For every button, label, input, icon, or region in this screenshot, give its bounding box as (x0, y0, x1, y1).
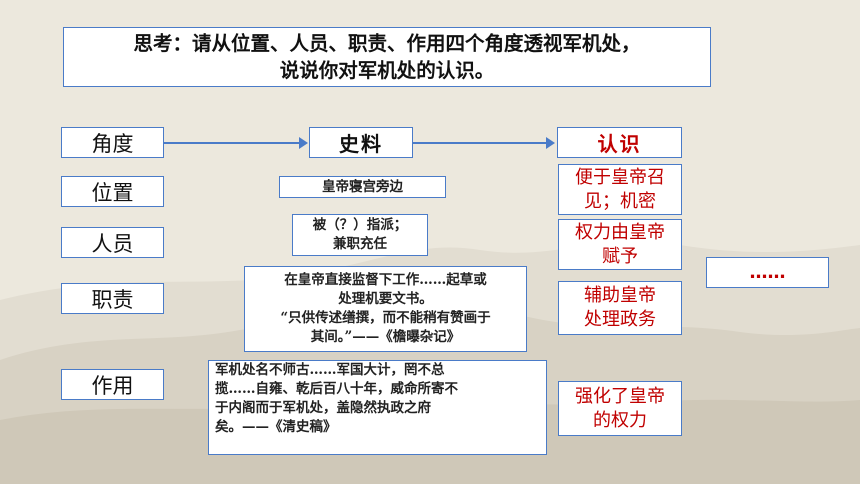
source-duty-line-1: 在皇帝直接监督下工作……起草或 (284, 272, 487, 288)
source-effect-line-3: 于内阁而于军机处，盖隐然执政之府 (215, 400, 431, 416)
question-line-1: 思考：请从位置、人员、职责、作用四个角度透视军机处， (133, 32, 641, 55)
header-view: 认识 (557, 127, 682, 158)
source-effect-line-1: 军机处名不师古……军国大计，罔不总 (215, 362, 445, 378)
view-effect-line-2: 的权力 (593, 409, 647, 431)
angle-duty: 职责 (61, 283, 164, 314)
view-position-line-2: 见；机密 (584, 190, 656, 212)
extra-ellipsis-box: …… (706, 257, 829, 288)
source-personnel: 被（？）指派； 兼职充任 (292, 214, 428, 256)
view-duty-line-1: 辅助皇帝 (584, 285, 656, 306)
view-effect-line-1: 强化了皇帝 (575, 385, 665, 407)
source-position: 皇帝寝宫旁边 (279, 176, 446, 198)
view-position: 便于皇帝召 见；机密 (558, 164, 682, 215)
source-duty-line-3: “只供传述缮撰，而不能稍有赞画于 (280, 310, 491, 326)
source-effect: 军机处名不师古……军国大计，罔不总 揽……自雍、乾后百八十年，威命所寄不 于内阁… (208, 360, 547, 455)
angle-effect: 作用 (61, 369, 164, 400)
view-personnel-line-2: 赋予 (602, 245, 638, 267)
source-personnel-line-1: 被（？）指派； (312, 217, 408, 233)
view-effect: 强化了皇帝 的权力 (558, 381, 682, 436)
source-position-line-1: 皇帝寝宫旁边 (322, 178, 403, 195)
source-duty: 在皇帝直接监督下工作……起草或 处理机要文书。 “只供传述缮撰，而不能稍有赞画于… (244, 266, 527, 352)
header-angle: 角度 (61, 127, 164, 158)
source-effect-line-2: 揽……自雍、乾后百八十年，威命所寄不 (215, 381, 458, 397)
source-duty-line-4: 其间。”——《檐曝杂记》 (310, 329, 461, 345)
view-personnel: 权力由皇帝 赋予 (558, 219, 682, 270)
question-box: 思考：请从位置、人员、职责、作用四个角度透视军机处， 说说你对军机处的认识。 (63, 27, 711, 87)
view-duty-line-2: 处理政务 (584, 309, 656, 330)
arrow-angle-to-source (164, 137, 308, 149)
view-personnel-line-1: 权力由皇帝 (575, 221, 665, 243)
view-duty: 辅助皇帝 处理政务 (558, 281, 682, 335)
source-personnel-line-2: 兼职充任 (333, 236, 387, 252)
source-duty-line-2: 处理机要文书。 (338, 291, 433, 307)
source-effect-line-4: 矣。——《清史稿》 (215, 419, 337, 435)
arrow-source-to-view (413, 137, 555, 149)
question-line-2: 说说你对军机处的认识。 (279, 59, 495, 82)
angle-position: 位置 (61, 176, 164, 207)
angle-personnel: 人员 (61, 227, 164, 258)
view-position-line-1: 便于皇帝召 (575, 166, 665, 188)
header-source: 史料 (309, 127, 413, 158)
